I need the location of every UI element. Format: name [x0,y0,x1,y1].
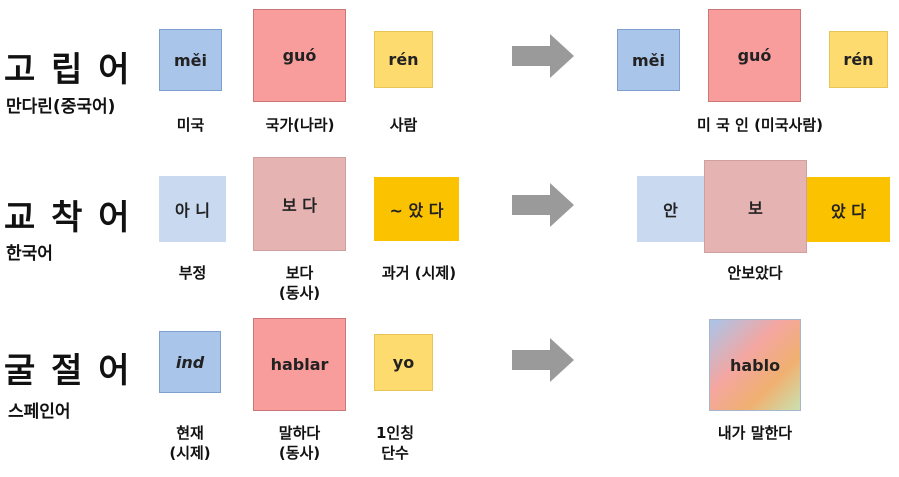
row-3-language: 스페인어 [8,402,71,422]
row-1-caption-1: 미국 [176,116,205,134]
row-2-caption-1: 부정 [178,264,207,282]
row-1-part-3: rén [374,31,433,88]
row-1-arrow-icon [512,34,574,78]
row-1-caption-2: 국가(나라) [265,116,335,134]
row-2-part-2: 보 다 [253,157,346,251]
row-2-part-3: ~ 았 다 [374,177,459,241]
row-2-result-part-1: 안 [637,176,704,242]
row-3-part-2: hablar [253,318,346,411]
row-2-heading: 교 착 어 [4,198,132,238]
row-2-caption-2: 보다 (동사) [278,264,321,302]
row-1-result-caption: 미 국 인 (미국사람) [697,116,823,134]
row-3-heading: 굴 절 어 [4,351,132,391]
row-2-arrow-icon [512,183,574,227]
row-1-result-part-2: guó [708,9,801,102]
row-3-caption-3: 1인칭 단수 [375,424,415,462]
row-1-part-1: měi [159,29,222,91]
row-3-part-1: ind [159,331,221,393]
row-3-caption-1: 현재 (시제) [169,424,211,462]
row-3-result-part-1: hablo [709,319,801,411]
row-3-arrow-icon [512,338,574,382]
row-1-result-part-1: měi [617,29,680,91]
row-1-part-2: guó [253,9,346,102]
row-3-result-caption: 내가 말한다 [717,424,793,442]
row-2-result-part-2: 보 [704,160,807,253]
row-3-caption-2: 말하다 (동사) [278,424,321,462]
row-2-language: 한국어 [6,244,53,264]
row-2-part-1: 아 니 [159,176,226,242]
row-2-result-caption: 안보았다 [727,264,783,282]
row-2-result-part-3: 았 다 [807,177,890,242]
row-1-caption-3: 사람 [389,116,418,134]
row-2-caption-3: 과거 (시제) [381,264,457,282]
row-1-heading: 고 립 어 [4,50,132,90]
row-1-result-part-3: rén [829,31,888,88]
row-3-part-3: yo [374,334,433,391]
row-1-language: 만다린(중국어) [6,97,116,117]
